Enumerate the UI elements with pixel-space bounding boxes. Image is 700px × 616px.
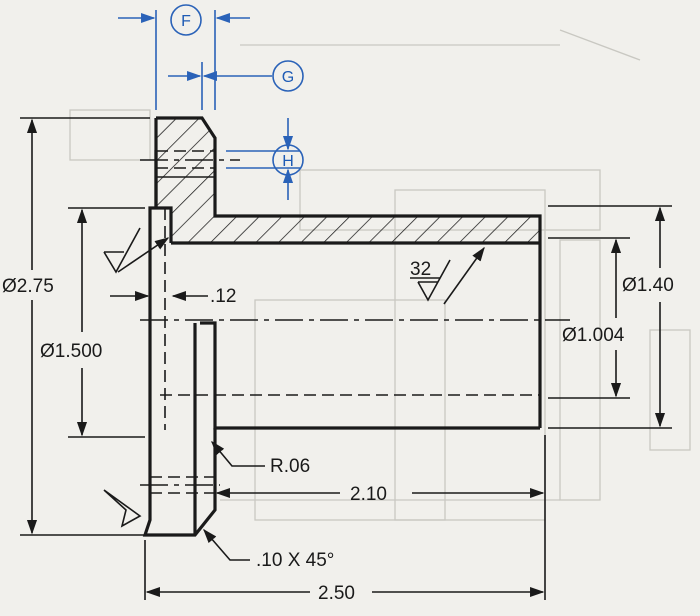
dim-dia-1-40: Ø1.40 [622, 275, 674, 296]
callout-h: H [226, 118, 304, 200]
dim-length-2-50: 2.50 [318, 583, 355, 604]
dimension-labels: Ø2.75 Ø1.500 Ø1.40 Ø1.004 .12 R.06 2.10 … [2, 259, 674, 604]
dimension-lines [26, 118, 666, 598]
dim-flange-offset: .12 [210, 286, 236, 307]
extension-lines [20, 117, 672, 600]
finish-symbol-bore [417, 259, 451, 302]
center-lines [140, 159, 570, 486]
dim-chamfer: .10 X 45° [256, 550, 334, 571]
finish-value-bore: 32 [410, 259, 431, 280]
dim-dia-1-500: Ø1.500 [40, 341, 102, 362]
dim-dia-2-75: Ø2.75 [2, 276, 54, 297]
background-ghost-lines [69, 29, 691, 521]
callout-h-label: H [282, 153, 294, 170]
dim-length-2-10: 2.10 [350, 484, 387, 505]
section-hatching [156, 118, 540, 243]
callout-g: G [168, 60, 304, 110]
finish-symbol-face [103, 489, 142, 528]
callout-f: F [118, 4, 250, 110]
dim-dia-1-004: Ø1.004 [562, 325, 625, 346]
callout-g-label: G [282, 69, 294, 86]
dim-fillet-radius: R.06 [270, 456, 310, 477]
surface-finish-symbols [103, 227, 451, 528]
part-outline [142, 116, 542, 537]
finish-symbol-flange [103, 227, 141, 274]
callout-f-label: F [181, 13, 191, 30]
